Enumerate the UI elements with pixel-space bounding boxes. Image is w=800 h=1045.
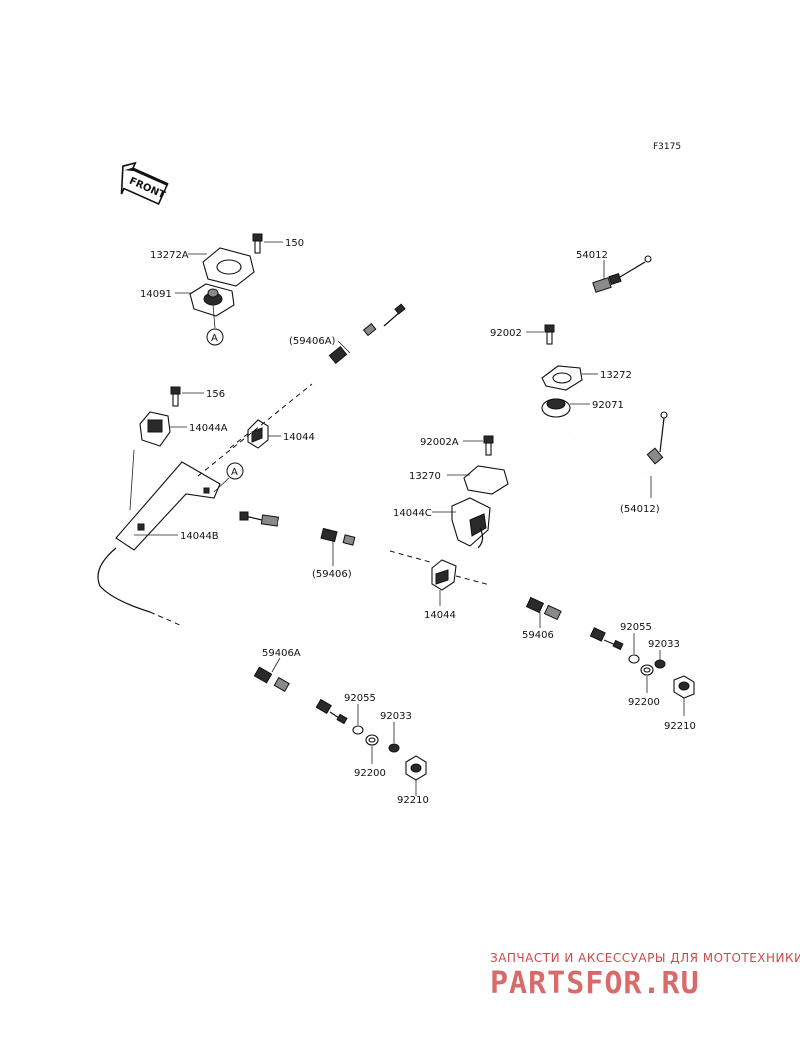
label-92210-right: 92210 (664, 721, 696, 732)
label-14044b: 14044B (180, 531, 219, 542)
holder-14044-upper (247, 419, 269, 449)
label-92071: 92071 (592, 400, 624, 411)
label-59406a: 59406A (262, 648, 301, 659)
cable-54012-lower (562, 411, 668, 477)
gasket-13272a (202, 247, 255, 287)
cable-59406a-lower (97, 547, 348, 725)
figure-code: F3175 (653, 142, 681, 152)
label-92033-left: 92033 (380, 711, 412, 722)
washer-92033-right (654, 659, 666, 669)
front-direction-arrow: FRONT (120, 161, 169, 206)
ref-marker-a-top (206, 328, 224, 346)
holder-14044a (139, 411, 171, 447)
label-92055-left: 92055 (344, 693, 376, 704)
washer-92033-left (388, 743, 400, 753)
cable-59406-paren (239, 511, 431, 563)
label-14091: 14091 (140, 289, 172, 300)
holder-14044-mid (431, 559, 457, 591)
gasket-13270 (463, 465, 509, 495)
seal-92071 (541, 398, 571, 418)
nut-92210-left (405, 755, 427, 781)
label-92002: 92002 (490, 328, 522, 339)
label-92200-left: 92200 (354, 768, 386, 779)
label-54012-paren: (54012) (620, 504, 660, 515)
label-92033-right: 92033 (648, 639, 680, 650)
seal-14091 (189, 283, 235, 317)
ref-marker-a-bracket-text: A (231, 467, 238, 478)
bolt-156 (170, 386, 181, 407)
label-92210-left: 92210 (397, 795, 429, 806)
washer-92200-right (640, 664, 654, 676)
bracket-14044b (115, 461, 221, 551)
cable-54012-top (562, 255, 652, 336)
ref-marker-a-top-text: A (211, 333, 218, 344)
label-92002a: 92002A (420, 437, 459, 448)
label-14044-upper: 14044 (283, 432, 315, 443)
label-14044a: 14044A (189, 423, 228, 434)
label-59406-paren: (59406) (312, 569, 352, 580)
bolt-92002a (483, 435, 494, 456)
bracket-14044c (451, 497, 491, 549)
watermark-tagline: ЗАПЧАСТИ И АКСЕССУАРЫ ДЛЯ МОТОТЕХНИКИ (490, 951, 800, 965)
label-54012-top: 54012 (576, 250, 608, 261)
label-150: 150 (285, 238, 304, 249)
cable-59406a-upper (197, 303, 406, 477)
bolt-150 (252, 233, 263, 254)
label-92200-right: 92200 (628, 697, 660, 708)
label-156: 156 (206, 389, 225, 400)
watermark-logo: PARTSFOR.RU (490, 966, 700, 1001)
cable-59406 (455, 575, 624, 651)
nut-92055-left (352, 725, 364, 735)
label-14044-mid: 14044 (424, 610, 456, 621)
ref-marker-a-bracket (226, 462, 244, 480)
label-92055-right: 92055 (620, 622, 652, 633)
washer-92200-left (365, 734, 379, 746)
label-13270: 13270 (409, 471, 441, 482)
label-14044c: 14044C (393, 508, 432, 519)
label-13272a: 13272A (150, 250, 189, 261)
bolt-92002 (544, 324, 555, 345)
nut-92210-right (673, 675, 695, 699)
label-13272: 13272 (600, 370, 632, 381)
gasket-13272 (541, 365, 583, 391)
label-59406: 59406 (522, 630, 554, 641)
label-59406a-paren: (59406A) (289, 336, 336, 347)
nut-92055-right (628, 654, 640, 664)
